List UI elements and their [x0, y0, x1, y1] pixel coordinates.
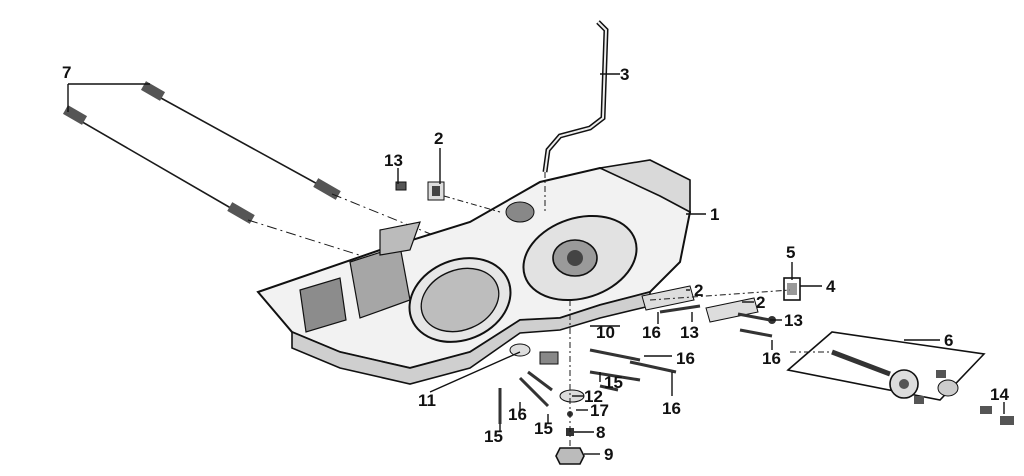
leader-lines	[67, 73, 1005, 455]
stud-bolts	[62, 81, 471, 291]
callout-15-mid: 15	[604, 373, 623, 392]
callout-7: 7	[62, 63, 71, 82]
callout-16-bottom-right: 16	[662, 399, 681, 418]
breather-pipe	[542, 20, 609, 212]
callout-2-upper: 2	[434, 129, 443, 148]
callout-17: 17	[590, 401, 609, 420]
callout-4: 4	[826, 277, 836, 296]
callout-15-bottom-mid: 15	[534, 419, 553, 438]
callout-16-bottom-left: 16	[508, 405, 527, 424]
callout-9: 9	[604, 445, 613, 464]
crankcase-body	[256, 159, 692, 385]
callout-labels: 7 3 2 13 1 5 4 2 2 13 16 6 16 13 10 16 1…	[62, 63, 1009, 464]
callout-13-mid: 13	[680, 323, 699, 342]
callout-12: 12	[584, 387, 603, 406]
callout-14: 14	[990, 385, 1009, 404]
callout-10: 10	[596, 323, 615, 342]
callout-6: 6	[944, 331, 953, 350]
callout-5: 5	[786, 243, 795, 262]
callout-2-mid: 2	[694, 281, 703, 300]
callout-3: 3	[620, 65, 629, 84]
callout-16-right: 16	[762, 349, 781, 368]
callout-1: 1	[710, 205, 719, 224]
strainer-assembly	[786, 331, 1014, 425]
callout-13-right: 13	[784, 311, 803, 330]
callout-11: 11	[418, 391, 436, 410]
right-fasteners	[641, 277, 801, 338]
callout-16-lower: 16	[676, 349, 695, 368]
callout-16-mid: 16	[642, 323, 661, 342]
callout-13-upper: 13	[384, 151, 403, 170]
callout-2-right: 2	[756, 293, 765, 312]
callout-8: 8	[596, 423, 605, 442]
upper-clip	[395, 181, 501, 213]
callout-15-bottom-left: 15	[484, 427, 503, 446]
